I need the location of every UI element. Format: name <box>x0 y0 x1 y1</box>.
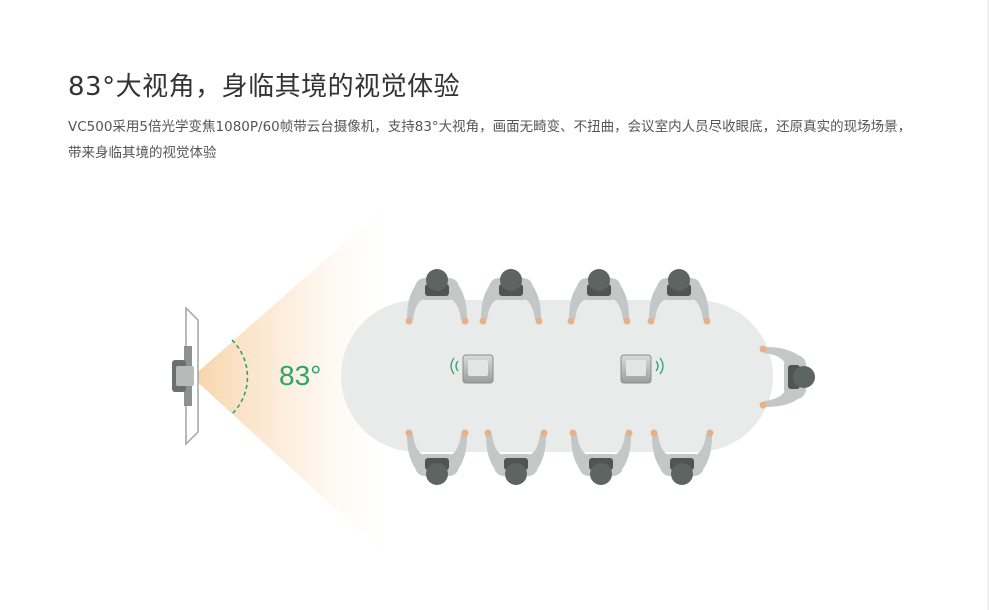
angle-arc <box>231 339 249 415</box>
page-title: 83°大视角，身临其境的视觉体验 <box>68 72 461 102</box>
view-angle-label: 83° <box>279 360 322 391</box>
description-line-1: VC500采用5倍光学变焦1080P/60帧带云台摄像机，支持83°大视角，画面… <box>68 119 912 135</box>
microphone-icon <box>450 354 494 384</box>
microphone-icon <box>620 354 664 384</box>
camera-icon <box>172 306 199 446</box>
page-description: VC500采用5倍光学变焦1080P/60帧带云台摄像机，支持83°大视角，画面… <box>68 114 938 166</box>
description-line-2: 带来身临其境的视觉体验 <box>68 145 217 161</box>
conference-table <box>341 300 773 452</box>
right-divider <box>987 0 989 610</box>
camera-view-cone <box>192 196 398 566</box>
